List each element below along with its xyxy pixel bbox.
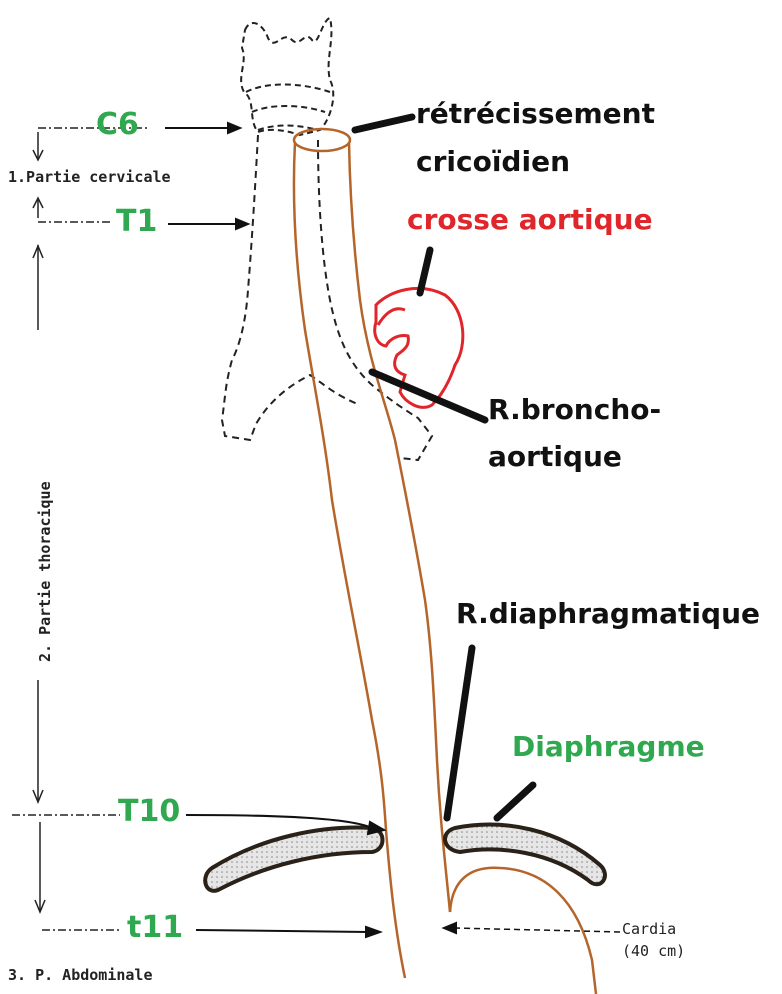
pointer-crosse — [420, 250, 430, 293]
label-partie-thoracique: 2. Partie thoracique — [36, 481, 54, 662]
label-broncho-line1: R.broncho- — [488, 396, 661, 424]
label-partie-cervicale: 1.Partie cervicale — [8, 170, 171, 185]
vertebra-arrows — [165, 123, 620, 937]
label-t1: T1 — [116, 207, 157, 237]
aortic-arch-inner — [378, 309, 405, 325]
larynx-rings — [246, 85, 330, 131]
label-c6: C6 — [96, 110, 139, 140]
pointer-diaphragme — [497, 785, 533, 818]
label-cardia-line2: (40 cm) — [622, 944, 685, 959]
label-retrecissement-line2: cricoïdien — [416, 148, 570, 176]
pointer-broncho — [372, 372, 485, 420]
trachea-outline-right — [318, 140, 432, 460]
label-diaphragmatique: R.diaphragmatique — [456, 600, 760, 628]
arrow-t11 — [196, 930, 368, 932]
pointer-diaphragmatique — [447, 648, 472, 818]
esophagus-right-wall — [349, 142, 450, 912]
label-broncho-line2: aortique — [488, 443, 622, 471]
label-retrecissement-line1: rétrécissement — [416, 100, 655, 128]
larynx-outline — [241, 18, 333, 135]
label-crosse-aortique: crosse aortique — [407, 206, 653, 234]
label-t11: t11 — [127, 913, 183, 943]
label-t10: T10 — [118, 797, 180, 827]
trachea-outline-left — [222, 135, 360, 440]
label-partie-abdominale: 3. P. Abdominale — [8, 968, 153, 983]
diaphragm-left — [205, 828, 382, 891]
label-cardia-line1: Cardia — [622, 922, 676, 937]
pointer-retrecissement — [355, 117, 412, 130]
arrow-cardia — [455, 928, 620, 932]
label-diaphragme: Diaphragme — [512, 733, 705, 761]
esophagus-top-opening — [294, 129, 350, 151]
